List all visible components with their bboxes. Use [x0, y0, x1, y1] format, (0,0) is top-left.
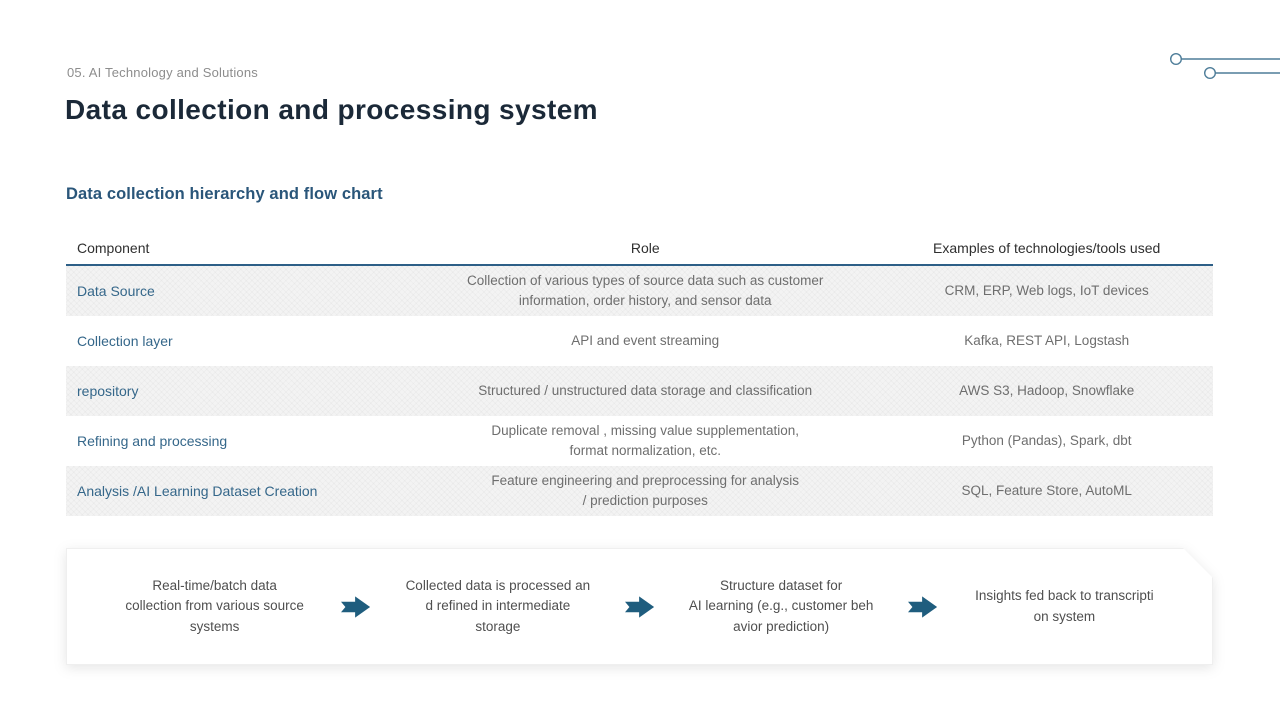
table-row: Refining and processing Duplicate remova… [66, 416, 1213, 466]
flow-step: Insights fed back to transcripti on syst… [943, 586, 1186, 627]
examples-cell: AWS S3, Hadoop, Snowflake [959, 383, 1135, 399]
table-row: Data Source Collection of various types … [66, 266, 1213, 316]
role-text-line: / prediction purposes [582, 493, 708, 508]
flow-step-line: systems [189, 618, 240, 634]
flow-step-line: AI learning (e.g., customer beh [688, 598, 874, 614]
component-name: Data Source [77, 283, 155, 299]
examples-cell: Kafka, REST API, Logstash [964, 333, 1130, 349]
role-text-line: information, order history, and sensor d… [518, 293, 772, 308]
examples-cell: Python (Pandas), Spark, dbt [961, 433, 1132, 449]
table-header-row: Component Role Examples of technologies/… [66, 231, 1213, 266]
role-text-line: Collection of various types of source da… [467, 273, 824, 289]
flow-step-line: collection from various source [125, 598, 304, 614]
component-name: Collection layer [77, 333, 173, 349]
flow-step-line: storage [475, 618, 521, 634]
table-row: Analysis /AI Learning Dataset Creation F… [66, 466, 1213, 516]
component-name: repository [77, 383, 139, 399]
flow-step-line: Structure dataset for [719, 578, 843, 594]
slide-eyebrow: 05. AI Technology and Solutions [67, 65, 258, 80]
role-text-line: Structured / unstructured data storage a… [478, 383, 813, 399]
flow-step-line: on system [1033, 608, 1096, 624]
role-cell: Feature engineering and preprocessing fo… [410, 471, 880, 510]
role-cell: API and event streaming [410, 331, 880, 351]
role-text-line: Duplicate removal , missing value supple… [491, 423, 800, 439]
flow-step-line: Collected data is processed an [405, 578, 591, 594]
component-name: Refining and processing [77, 433, 228, 449]
examples-cell: SQL, Feature Store, AutoML [961, 483, 1132, 499]
flow-step-line: d refined in intermediate [425, 598, 571, 614]
section-heading: Data collection hierarchy and flow chart [66, 185, 383, 203]
role-text-line: API and event streaming [571, 333, 720, 349]
flow-step-line: Real-time/batch data [152, 578, 277, 594]
right-arrow-icon [903, 595, 943, 619]
right-arrow-icon [336, 595, 376, 619]
page-title: Data collection and processing system [65, 94, 598, 125]
flow-step: Real-time/batch data collection from var… [93, 576, 336, 637]
right-arrow-icon [620, 595, 660, 619]
components-table: Component Role Examples of technologies/… [66, 231, 1213, 516]
connector-lines-decoration [1169, 52, 1280, 80]
flow-step-line: avior prediction) [733, 618, 830, 634]
flow-step: Structure dataset for AI learning (e.g.,… [660, 576, 903, 637]
column-header-role: Role [630, 239, 660, 256]
flow-step: Collected data is processed an d refined… [376, 576, 619, 637]
role-text-line: Feature engineering and preprocessing fo… [491, 473, 800, 489]
table-row: Collection layer API and event streaming… [66, 316, 1213, 366]
process-flow-box: Real-time/batch data collection from var… [66, 548, 1213, 665]
component-name: Analysis /AI Learning Dataset Creation [77, 483, 318, 499]
table-row: repository Structured / unstructured dat… [66, 366, 1213, 416]
role-cell: Structured / unstructured data storage a… [410, 381, 880, 401]
process-flow-strip: Real-time/batch data collection from var… [66, 548, 1213, 665]
column-header-component: Component [77, 239, 150, 256]
role-cell: Collection of various types of source da… [410, 271, 880, 310]
flow-step-line: Insights fed back to transcripti [975, 588, 1154, 604]
role-text-line: format normalization, etc. [569, 443, 721, 458]
examples-cell: CRM, ERP, Web logs, IoT devices [944, 283, 1149, 299]
role-cell: Duplicate removal , missing value supple… [410, 421, 880, 460]
column-header-examples: Examples of technologies/tools used [933, 239, 1161, 256]
